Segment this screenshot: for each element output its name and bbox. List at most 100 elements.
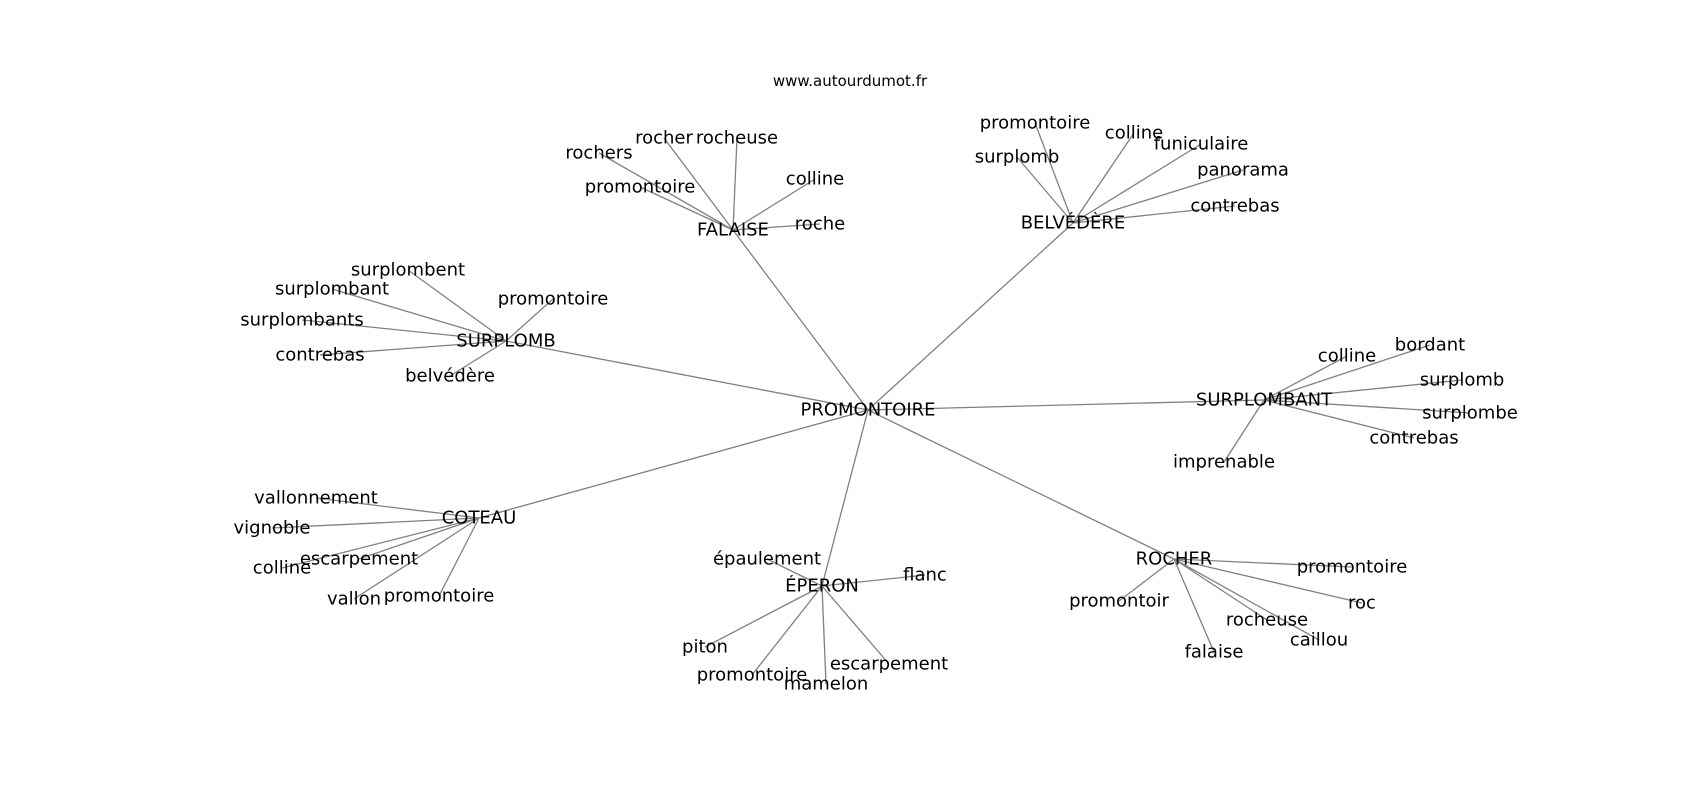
edge-group-to-word bbox=[281, 517, 480, 569]
group-word[interactable]: ROCHER bbox=[1136, 549, 1213, 570]
related-word[interactable]: surplombe bbox=[1422, 403, 1518, 424]
edge-group-to-word bbox=[598, 152, 734, 231]
edge-group-to-word bbox=[732, 223, 821, 231]
related-word[interactable]: rochers bbox=[565, 143, 632, 164]
edge-root-to-group bbox=[867, 222, 1074, 411]
edge-group-to-word bbox=[704, 585, 823, 648]
related-word[interactable]: roc bbox=[1348, 593, 1376, 614]
group-word[interactable]: BELVÉDÈRE bbox=[1021, 212, 1126, 234]
related-word[interactable]: surplomb bbox=[1420, 370, 1505, 391]
related-word[interactable]: roche bbox=[795, 214, 845, 235]
edge-group-to-word bbox=[1072, 132, 1135, 224]
edge-group-to-word bbox=[1118, 558, 1175, 602]
related-word[interactable]: contrebas bbox=[275, 345, 364, 366]
related-word[interactable]: colline bbox=[1105, 123, 1163, 144]
source-url: www.autourdumot.fr bbox=[772, 72, 928, 90]
related-word[interactable]: promontoire bbox=[1297, 557, 1408, 578]
related-word[interactable]: colline bbox=[253, 558, 311, 579]
edge-group-to-word bbox=[732, 137, 738, 231]
related-word[interactable]: falaise bbox=[1185, 642, 1244, 663]
related-word[interactable]: bordant bbox=[1395, 335, 1465, 356]
related-word[interactable]: surplombent bbox=[351, 260, 465, 281]
group-word[interactable]: FALAISE bbox=[697, 220, 769, 241]
edge-group-to-word bbox=[271, 517, 480, 529]
related-word[interactable]: promontoire bbox=[980, 113, 1091, 134]
related-word[interactable]: promontoire bbox=[697, 665, 808, 686]
related-word[interactable]: surplombants bbox=[240, 310, 363, 331]
edge-root-to-group bbox=[732, 229, 869, 411]
related-word[interactable]: épaulement bbox=[713, 549, 821, 570]
related-word[interactable]: imprenable bbox=[1173, 452, 1275, 473]
edge-group-to-word bbox=[1173, 558, 1320, 641]
group-word[interactable]: ÉPERON bbox=[785, 575, 859, 597]
related-word[interactable]: caillou bbox=[1290, 630, 1348, 651]
group-word[interactable]: COTEAU bbox=[442, 508, 517, 529]
related-word[interactable]: panorama bbox=[1197, 160, 1289, 181]
edge-group-to-word bbox=[358, 517, 480, 560]
edge-group-to-word bbox=[1263, 399, 1415, 439]
edge-group-to-word bbox=[1016, 156, 1074, 224]
related-word[interactable]: rocher bbox=[635, 128, 693, 149]
related-word[interactable]: mamelon bbox=[784, 674, 869, 695]
edge-group-to-word bbox=[751, 585, 823, 676]
related-word[interactable]: rocheuse bbox=[696, 128, 778, 149]
related-word[interactable]: surplomb bbox=[975, 147, 1060, 168]
group-word[interactable]: SURPLOMBANT bbox=[1196, 390, 1333, 411]
edge-group-to-word bbox=[766, 558, 823, 587]
edge-group-to-word bbox=[331, 288, 507, 342]
related-word[interactable]: escarpement bbox=[300, 549, 418, 570]
edge-group-to-word bbox=[639, 186, 734, 231]
edge-group-to-word bbox=[1173, 558, 1353, 568]
related-word[interactable]: promontoir bbox=[1069, 591, 1169, 612]
root-word[interactable]: PROMONTOIRE bbox=[800, 400, 935, 421]
related-word[interactable]: promontoire bbox=[585, 177, 696, 198]
related-word[interactable]: funiculaire bbox=[1154, 134, 1249, 155]
related-word[interactable]: contrebas bbox=[1369, 428, 1458, 449]
edge-root-to-group bbox=[505, 340, 869, 411]
edge-group-to-word bbox=[1173, 558, 1215, 653]
edge-group-to-word bbox=[1173, 558, 1363, 604]
edge-group-to-word bbox=[1072, 143, 1202, 224]
related-word[interactable]: contrebas bbox=[1190, 196, 1279, 217]
related-word[interactable]: escarpement bbox=[830, 654, 948, 675]
edge-group-to-word bbox=[1173, 558, 1268, 621]
related-word[interactable]: vallonnement bbox=[254, 488, 378, 509]
related-word[interactable]: colline bbox=[786, 169, 844, 190]
related-word[interactable]: belvédère bbox=[405, 366, 495, 387]
related-word[interactable]: colline bbox=[1318, 346, 1376, 367]
related-word[interactable]: rocheuse bbox=[1226, 610, 1308, 631]
edge-group-to-word bbox=[407, 269, 507, 342]
related-word[interactable]: vallon bbox=[327, 589, 381, 610]
edge-group-to-word bbox=[1263, 355, 1348, 401]
edge-group-to-word bbox=[1072, 169, 1244, 224]
edge-group-to-word bbox=[1034, 122, 1074, 224]
related-word[interactable]: piton bbox=[682, 637, 728, 658]
edge-group-to-word bbox=[319, 340, 507, 356]
edge-group-to-word bbox=[353, 517, 480, 600]
edge-group-to-word bbox=[315, 497, 480, 519]
edge-group-to-word bbox=[1072, 205, 1236, 224]
edge-group-to-word bbox=[821, 574, 926, 587]
edge-root-to-group bbox=[867, 399, 1265, 411]
edge-group-to-word bbox=[449, 340, 507, 377]
edge-root-to-group bbox=[478, 409, 869, 519]
edge-root-to-group bbox=[821, 409, 869, 587]
related-word[interactable]: surplombant bbox=[275, 279, 389, 300]
edge-group-to-word bbox=[1263, 399, 1471, 414]
edge-group-to-word bbox=[732, 178, 816, 231]
edge-root-to-group bbox=[867, 409, 1175, 560]
edge-group-to-word bbox=[1263, 379, 1463, 401]
related-word[interactable]: vignoble bbox=[233, 518, 310, 539]
related-word[interactable]: flanc bbox=[903, 565, 947, 586]
edge-group-to-word bbox=[301, 319, 507, 342]
related-word[interactable]: promontoire bbox=[498, 289, 609, 310]
related-word[interactable]: promontoire bbox=[384, 586, 495, 607]
edge-group-to-word bbox=[821, 585, 827, 685]
edge-group-to-word bbox=[663, 137, 734, 231]
edge-group-to-word bbox=[438, 517, 480, 597]
edge-group-to-word bbox=[1223, 399, 1265, 463]
group-word[interactable]: SURPLOMB bbox=[456, 331, 555, 352]
edge-group-to-word bbox=[505, 298, 554, 342]
